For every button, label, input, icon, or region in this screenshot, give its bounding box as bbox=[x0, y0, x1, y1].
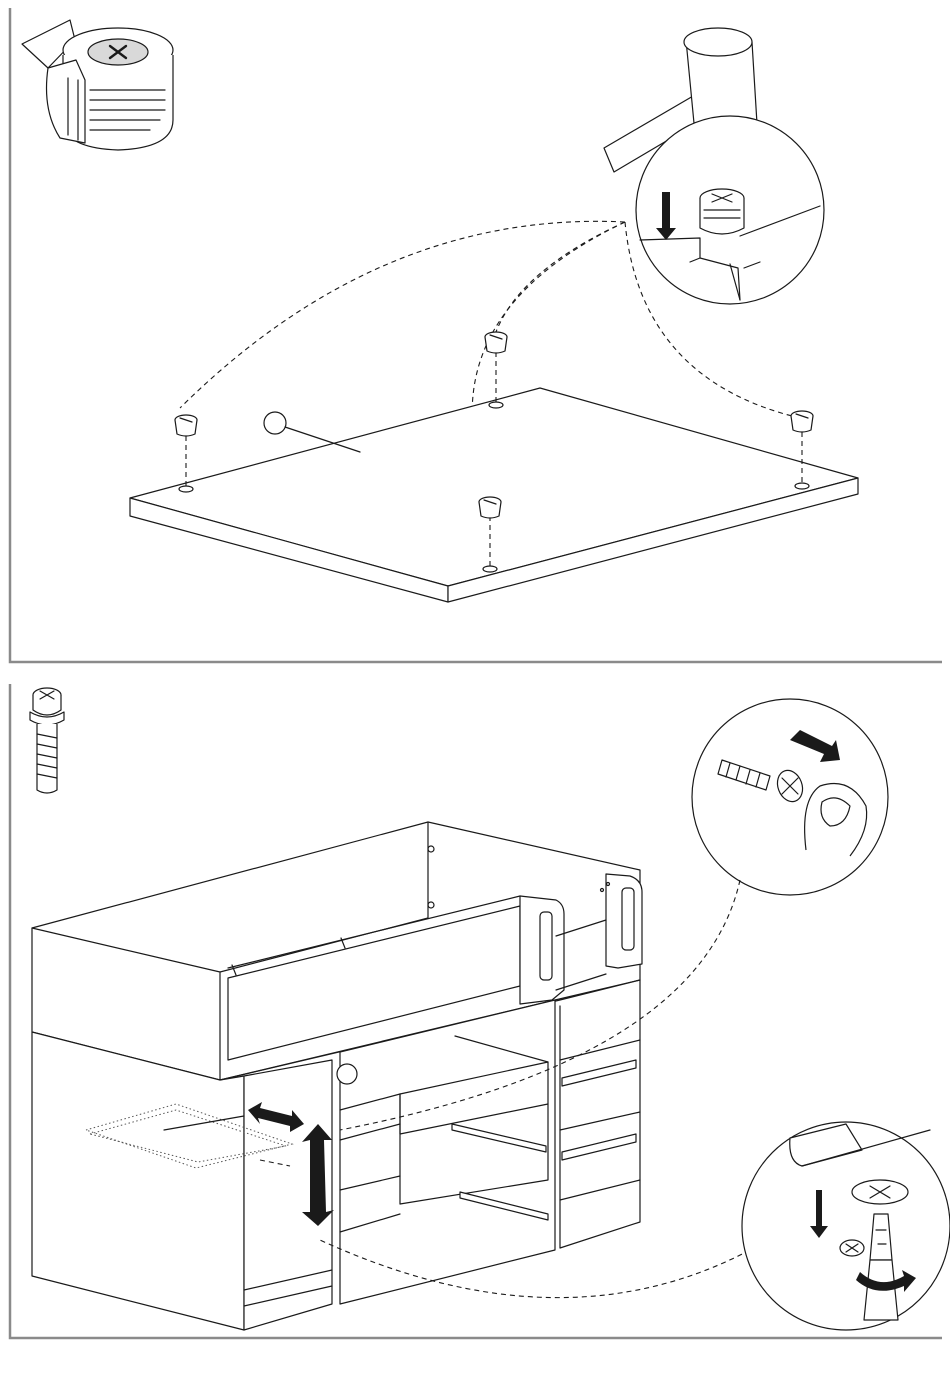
cam-housing-part bbox=[485, 332, 507, 353]
step-1-panel bbox=[10, 8, 942, 662]
cam-housing-part bbox=[175, 415, 197, 436]
leader-line bbox=[496, 222, 625, 332]
cam-lock-housing-icon bbox=[22, 20, 173, 150]
step-2-panel bbox=[10, 684, 950, 1338]
board-panel bbox=[130, 352, 858, 602]
detail-circle-bolt bbox=[692, 699, 888, 895]
cam-housing-part bbox=[791, 411, 813, 432]
detail-circle-screwdriver bbox=[742, 1122, 950, 1330]
loft-bed-frame bbox=[32, 822, 642, 1330]
cam-housing-part bbox=[479, 497, 501, 518]
cam-bolt-icon bbox=[30, 688, 64, 793]
leader-line bbox=[180, 221, 625, 408]
hand-icon bbox=[805, 784, 867, 857]
detail-circle-hammer bbox=[636, 116, 824, 304]
part-callout bbox=[337, 1064, 357, 1084]
